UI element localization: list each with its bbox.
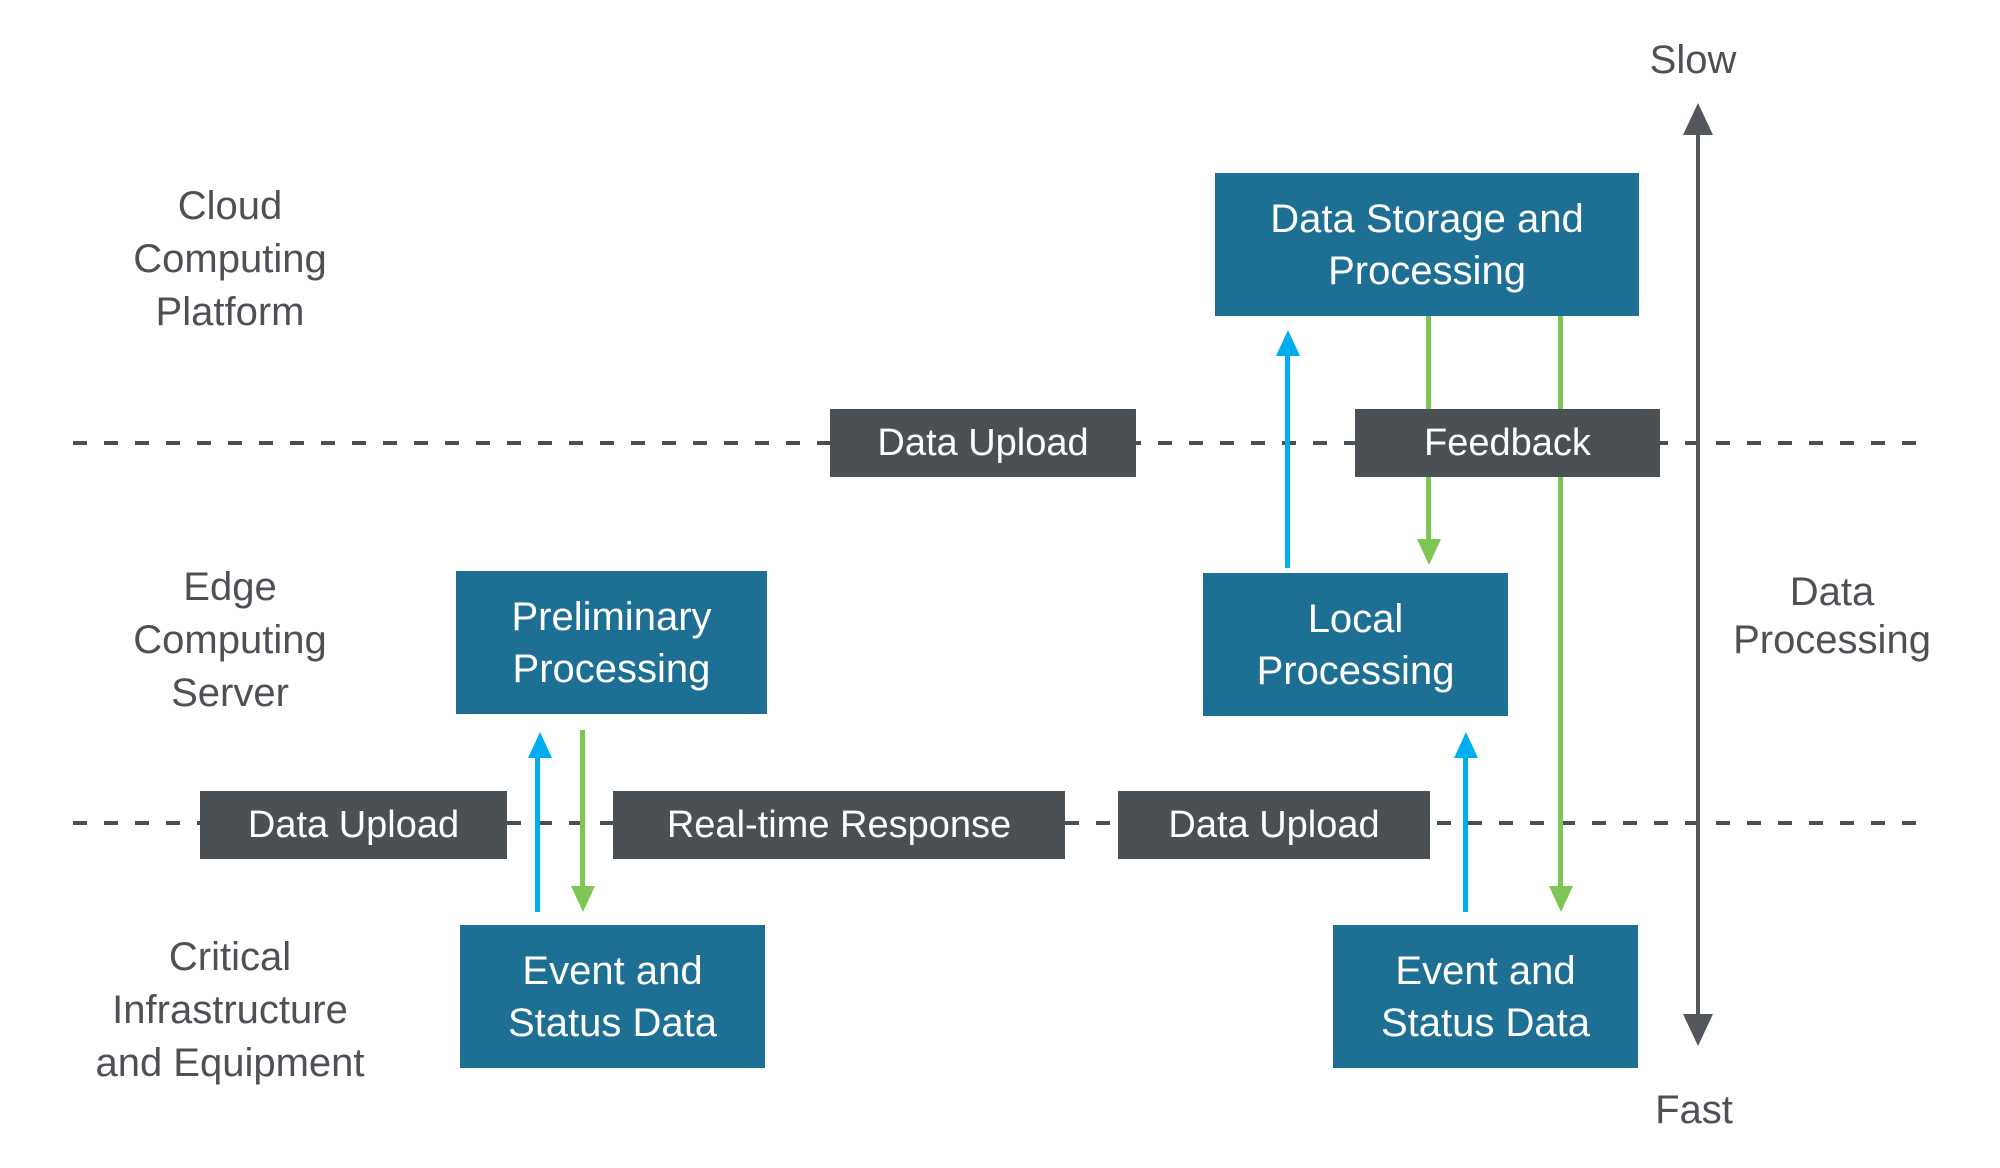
axis-arrowhead-down-icon: [1683, 1014, 1713, 1046]
flow-label-data-upload-bottom-right: Data Upload: [1118, 791, 1430, 859]
node-event-status-data-left: Event and Status Data: [460, 925, 765, 1068]
flow-label-realtime-response: Real-time Response: [613, 791, 1065, 859]
layer-label-cloud: Cloud Computing Platform: [133, 184, 327, 334]
arrow-down-icon: [1417, 539, 1441, 565]
node-event-status-data-right: Event and Status Data: [1333, 925, 1638, 1068]
speed-axis-line: [1696, 130, 1700, 1020]
flow-label-data-upload-top: Data Upload: [830, 409, 1136, 477]
flow-label-data-upload-bottom-left: Data Upload: [200, 791, 507, 859]
layer-label-edge: Edge Computing Server: [133, 565, 327, 715]
flow-label-feedback: Feedback: [1355, 409, 1660, 477]
axis-arrowhead-up-icon: [1683, 103, 1713, 135]
layer-label-infrastructure: Critical Infrastructure and Equipment: [95, 935, 365, 1085]
arrow-shaft: [1463, 754, 1468, 912]
node-local-processing: Local Processing: [1203, 573, 1508, 716]
node-data-storage-processing: Data Storage and Processing: [1215, 173, 1639, 316]
arrow-shaft: [1558, 316, 1563, 888]
axis-label-slow: Slow: [1649, 38, 1737, 82]
arrow-up-icon: [1454, 732, 1478, 758]
arrow-down-icon: [571, 886, 595, 912]
arrow-shaft: [580, 730, 585, 888]
axis-label-data-processing: Data Processing: [1733, 570, 1931, 662]
arrow-shaft: [1285, 352, 1290, 568]
node-preliminary-processing: Preliminary Processing: [456, 571, 767, 714]
arrow-up-icon: [528, 732, 552, 758]
arrow-down-icon: [1549, 886, 1573, 912]
arrow-shaft: [535, 754, 540, 912]
arrow-up-icon: [1276, 330, 1300, 356]
axis-label-fast: Fast: [1655, 1088, 1733, 1132]
